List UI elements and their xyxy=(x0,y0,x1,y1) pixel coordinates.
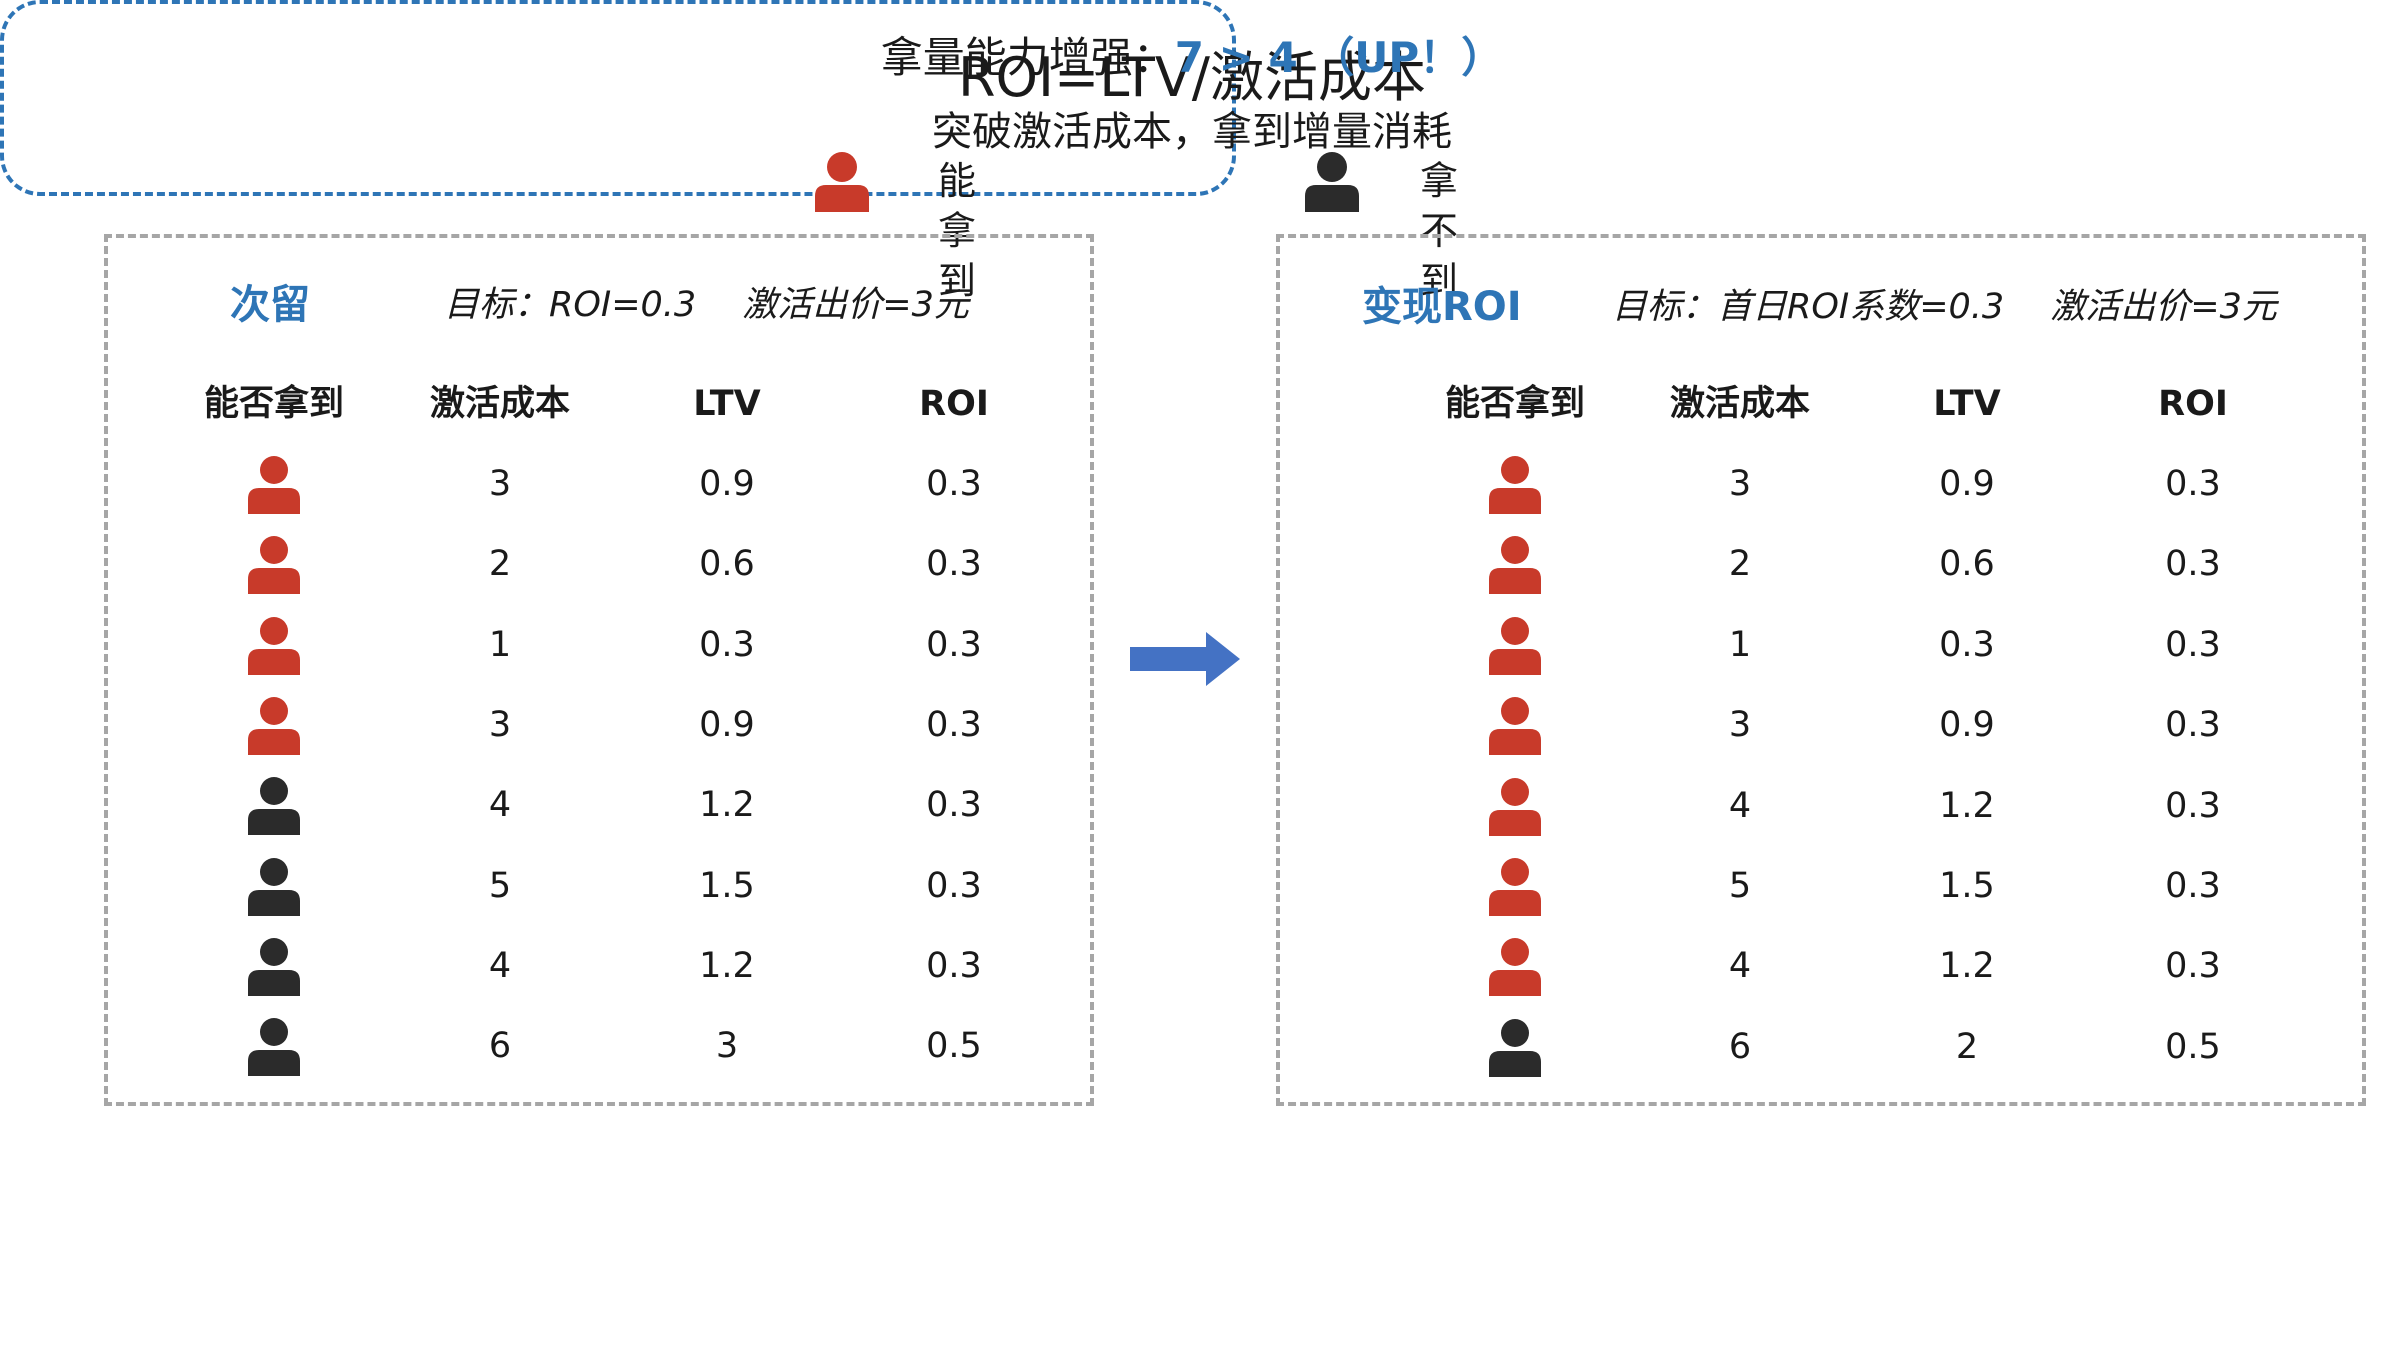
cell-ltv: 3 xyxy=(715,1026,739,1067)
person-icon-got xyxy=(248,456,300,514)
person-icon-missed xyxy=(248,777,300,836)
person-icon-got xyxy=(815,152,869,212)
person-icon-missed xyxy=(1305,152,1359,212)
cell-roi: 0.3 xyxy=(2165,464,2221,504)
cell-ltv: 1.2 xyxy=(699,945,755,986)
cell-cost: 1 xyxy=(488,624,512,665)
column-header: ROI xyxy=(919,384,989,424)
cell-cost: 3 xyxy=(1728,464,1752,504)
column-header: 激活成本 xyxy=(1669,384,1810,424)
cell-roi: 0.3 xyxy=(926,624,982,665)
person-icon-missed xyxy=(1489,1018,1541,1077)
person-icon-got xyxy=(1489,456,1541,514)
column-header: LTV xyxy=(693,384,761,424)
cell-roi: 0.3 xyxy=(2165,946,2221,987)
cell-ltv: 0.9 xyxy=(699,464,755,504)
cell-ltv: 1.5 xyxy=(1939,866,1995,906)
cell-ltv: 0.9 xyxy=(1939,705,1995,746)
person-icon-missed xyxy=(248,1018,300,1077)
legend-label-missed: 拿不到 xyxy=(1420,159,1459,303)
person-icon-got xyxy=(1489,616,1541,675)
cell-cost: 5 xyxy=(1728,866,1752,906)
summary-line2: 突破激活成本，拿到增量消耗 xyxy=(932,109,1452,155)
cell-ltv: 0.6 xyxy=(1939,544,1995,585)
cell-cost: 4 xyxy=(1728,946,1752,987)
page-title: ROI=LTV/激活成本 xyxy=(958,46,1426,109)
person-icon-got xyxy=(248,696,300,755)
summary-box: 拿量能力增强：7 > 4 （UP！） 突破激活成本，拿到增量消耗 xyxy=(0,0,1503,196)
cell-cost: 4 xyxy=(1728,785,1752,826)
cell-cost: 1 xyxy=(1728,624,1752,665)
legend-label-got: 能拿到 xyxy=(938,159,977,303)
cell-cost: 6 xyxy=(488,1026,512,1067)
person-icon-got xyxy=(248,616,300,675)
cell-roi: 0.3 xyxy=(2165,785,2221,826)
person-icon-got xyxy=(1489,536,1541,595)
cell-ltv: 0.9 xyxy=(1939,464,1995,504)
column-header: ROI xyxy=(2158,384,2228,424)
cell-roi: 0.3 xyxy=(926,785,982,826)
cell-cost: 2 xyxy=(488,544,512,585)
column-header: 激活成本 xyxy=(429,384,570,424)
cell-roi: 0.3 xyxy=(926,464,982,504)
cell-ltv: 1.2 xyxy=(699,785,755,826)
right-panel-title: 变现ROI xyxy=(1362,284,1522,330)
person-icon-got xyxy=(248,536,300,595)
cell-ltv: 1.5 xyxy=(699,865,755,906)
cell-ltv: 1.2 xyxy=(1939,946,1995,987)
summary-line1: 拿量能力增强：7 > 4 （UP！） xyxy=(0,30,2384,86)
cell-roi: 0.3 xyxy=(2165,624,2221,665)
left-panel-title: 次留 xyxy=(230,282,310,328)
cell-ltv: 1.2 xyxy=(1939,785,1995,826)
arrow-right-icon xyxy=(1130,632,1240,686)
cell-roi: 0.3 xyxy=(2165,705,2221,746)
summary-highlight: 7 > 4 （UP！） xyxy=(1174,33,1504,82)
person-icon-missed xyxy=(248,857,300,916)
cell-cost: 4 xyxy=(488,945,512,986)
cell-roi: 0.3 xyxy=(926,544,982,585)
cell-cost: 3 xyxy=(1728,705,1752,746)
cell-ltv: 0.3 xyxy=(1939,624,1995,665)
cell-roi: 0.5 xyxy=(2165,1026,2221,1067)
person-icon-missed xyxy=(248,937,300,996)
cell-cost: 3 xyxy=(488,464,512,504)
cell-ltv: 0.6 xyxy=(699,544,755,585)
column-header: 能否拿到 xyxy=(1444,384,1585,424)
cell-ltv: 0.9 xyxy=(699,704,755,745)
cell-cost: 5 xyxy=(488,865,512,906)
column-header: 能否拿到 xyxy=(203,384,344,424)
cell-cost: 2 xyxy=(1728,544,1752,585)
cell-ltv: 0.3 xyxy=(699,624,755,665)
cell-roi: 0.3 xyxy=(926,945,982,986)
cell-cost: 4 xyxy=(488,785,512,826)
left-panel-goal: 目标：ROI=0.3 激活出价=3元 xyxy=(444,285,969,325)
cell-roi: 0.3 xyxy=(926,865,982,906)
person-icon-got xyxy=(1489,858,1541,916)
cell-roi: 0.3 xyxy=(2165,544,2221,585)
person-icon-got xyxy=(1489,697,1541,756)
cell-cost: 6 xyxy=(1728,1026,1752,1067)
column-header: LTV xyxy=(1933,384,2001,424)
cell-ltv: 2 xyxy=(1955,1026,1979,1067)
right-panel xyxy=(1276,234,2366,1106)
right-panel-goal: 目标：首日ROI系数=0.3 激活出价=3元 xyxy=(1612,287,2277,327)
cell-roi: 0.3 xyxy=(2165,866,2221,906)
person-icon-got xyxy=(1489,938,1541,997)
cell-roi: 0.5 xyxy=(926,1026,982,1067)
cell-roi: 0.3 xyxy=(926,704,982,745)
cell-cost: 3 xyxy=(488,704,512,745)
summary-prefix: 拿量能力增强： xyxy=(880,33,1175,82)
left-panel xyxy=(104,234,1094,1106)
person-icon-got xyxy=(1489,777,1541,836)
